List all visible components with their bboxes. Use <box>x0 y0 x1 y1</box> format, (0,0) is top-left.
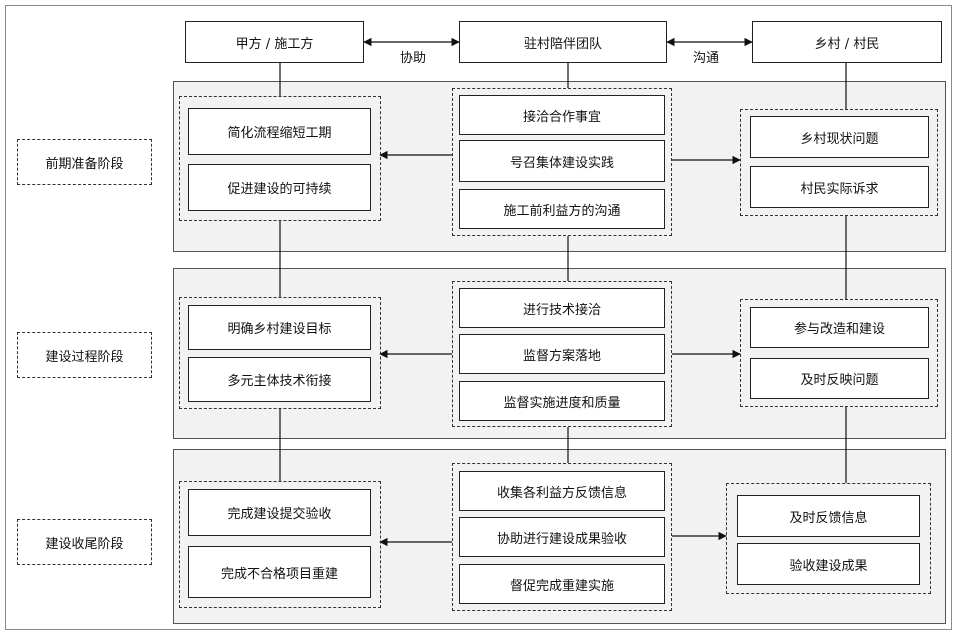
stage1-right-group <box>740 109 938 216</box>
stage1-left-item: 促进建设的可持续 <box>188 164 371 211</box>
stage1-left-group <box>179 96 381 221</box>
stage3-center-item: 协助进行建设成果验收 <box>459 517 665 557</box>
link-label-assist: 协助 <box>400 51 427 66</box>
stage3-right-group <box>726 483 931 594</box>
stage2-center-item: 进行技术接洽 <box>459 288 665 328</box>
stage1-center-group <box>452 88 672 236</box>
stage-label-construction: 建设过程阶段 <box>17 332 152 378</box>
stage2-center-item: 监督方案落地 <box>459 334 665 374</box>
outer-frame <box>5 5 952 630</box>
stage2-center-group <box>452 281 672 427</box>
stage3-center-item: 收集各利益方反馈信息 <box>459 471 665 511</box>
stage-label-completion: 建设收尾阶段 <box>17 519 152 565</box>
stage2-right-group <box>740 299 938 407</box>
stage3-center-group <box>452 463 672 611</box>
stage2-right-item: 及时反映问题 <box>750 358 929 399</box>
stage3-left-item: 完成建设提交验收 <box>188 489 371 536</box>
village-box: 乡村 / 村民 <box>752 21 942 63</box>
stage1-right-item: 乡村现状问题 <box>750 116 929 158</box>
stage2-left-item: 明确乡村建设目标 <box>188 305 371 350</box>
stage2-left-group <box>179 297 381 409</box>
stage1-center-item: 号召集体建设实践 <box>459 140 665 182</box>
team-box: 驻村陪伴团队 <box>459 21 667 63</box>
stage-label-preparation: 前期准备阶段 <box>17 139 152 185</box>
stage1-right-item: 村民实际诉求 <box>750 166 929 208</box>
stage3-center-item: 督促完成重建实施 <box>459 564 665 604</box>
stage2-left-item: 多元主体技术衔接 <box>188 357 371 402</box>
stage2-center-item: 监督实施进度和质量 <box>459 381 665 421</box>
stage3-left-group <box>179 481 381 608</box>
client-box: 甲方 / 施工方 <box>185 21 364 63</box>
stage3-left-item: 完成不合格项目重建 <box>188 546 371 598</box>
stage2-right-item: 参与改造和建设 <box>750 307 929 348</box>
stage1-center-item: 施工前利益方的沟通 <box>459 189 665 229</box>
stage1-left-item: 简化流程缩短工期 <box>188 108 371 155</box>
stage3-right-item: 验收建设成果 <box>737 543 920 585</box>
stage1-center-item: 接洽合作事宜 <box>459 95 665 135</box>
link-label-communicate: 沟通 <box>693 51 720 66</box>
stage3-right-item: 及时反馈信息 <box>737 495 920 537</box>
